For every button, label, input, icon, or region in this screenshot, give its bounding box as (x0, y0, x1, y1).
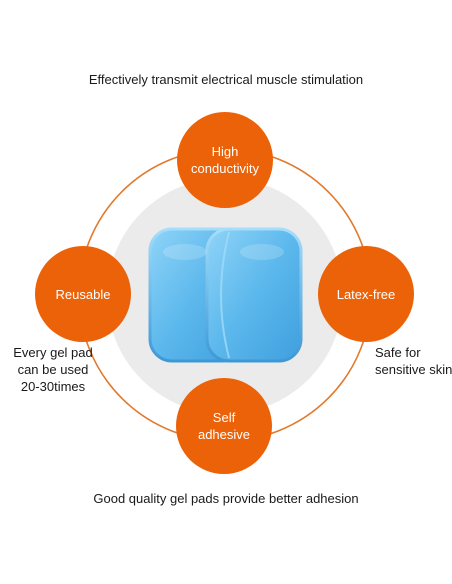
note-line: 20-30times (20, 379, 86, 394)
self-adhesive-badge: Self adhesive (176, 378, 272, 474)
latex-free-note: Safe for sensitive skin (375, 344, 452, 378)
high-conductivity-badge: High conductivity (177, 112, 273, 208)
badge-label: conductivity (191, 161, 259, 176)
badge-label: Reusable (55, 286, 111, 302)
badge-label: High (211, 144, 239, 159)
badge-label: adhesive (197, 427, 251, 442)
note-line: can be used (17, 362, 89, 377)
reusable-note: Every gel pad can be used 20-30times (0, 344, 106, 395)
badge-label: Latex-free (336, 286, 396, 302)
note-line: Safe for (375, 345, 421, 360)
gel-pads-image (148, 227, 303, 363)
latex-free-badge: Latex-free (318, 246, 414, 342)
note-line: sensitive skin (375, 362, 452, 377)
reusable-badge: Reusable (35, 246, 131, 342)
bottom-caption: Good quality gel pads provide better adh… (93, 491, 359, 506)
top-caption: Effectively transmit electrical muscle s… (88, 72, 364, 87)
badge-label: Self (212, 410, 236, 425)
note-line: Every gel pad (13, 345, 93, 360)
